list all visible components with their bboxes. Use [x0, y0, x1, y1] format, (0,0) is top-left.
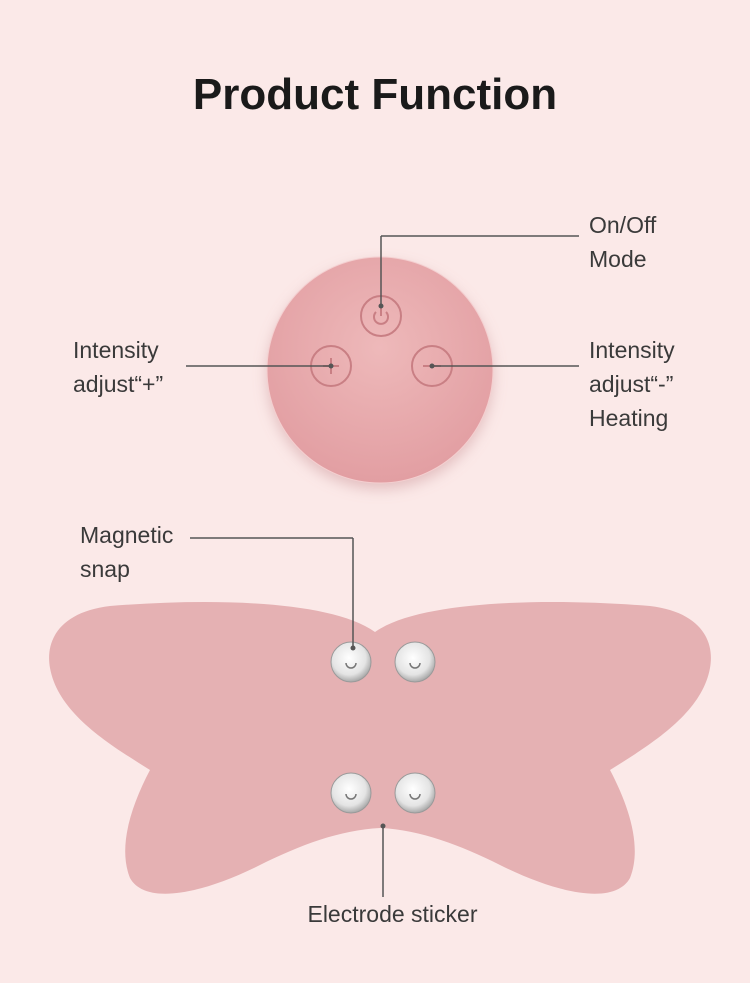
magnetic-snap [330, 641, 372, 683]
callout-minus [429, 363, 579, 369]
label-minus: Intensity adjust“-” Heating [589, 337, 675, 431]
page-title: Product Function [192, 70, 558, 119]
controller-device [266, 256, 494, 484]
electrode-sticker [49, 602, 711, 894]
label-sticker: Electrode sticker [307, 901, 478, 927]
callout-plus [186, 363, 334, 369]
magnetic-snap [330, 772, 372, 814]
callout-sticker [380, 823, 386, 897]
callout-power [378, 235, 579, 309]
callout-magnet [190, 537, 356, 651]
magnetic-snap [394, 641, 436, 683]
label-power: On/Off Mode [589, 212, 657, 272]
label-plus: Intensity adjust“+” [73, 337, 164, 397]
magnetic-snap [394, 772, 436, 814]
power-icon [373, 308, 389, 325]
label-magnet: Magnetic snap [80, 522, 174, 582]
